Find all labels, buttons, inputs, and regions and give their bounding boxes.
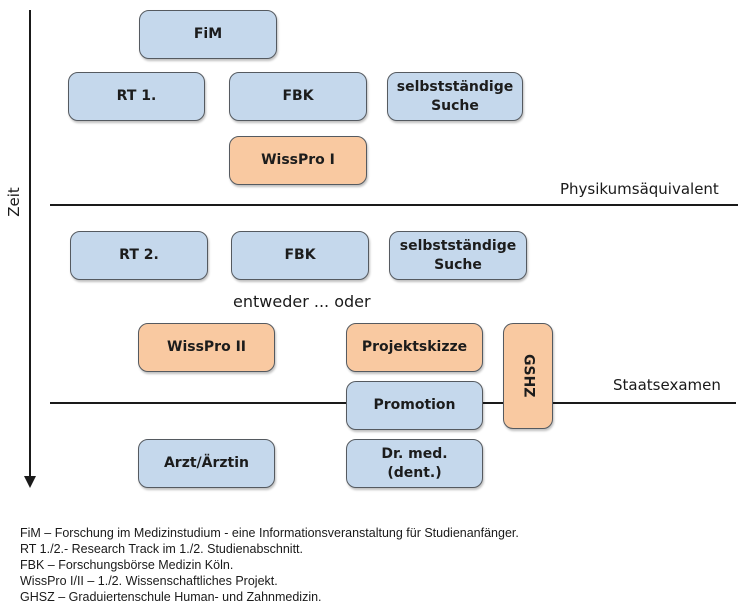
physikum-label: Physikumsäquivalent	[560, 180, 719, 198]
box-fbk-2: FBK	[231, 231, 369, 280]
box-rt1: RT 1.	[68, 72, 205, 121]
box-rt2: RT 2.	[70, 231, 208, 280]
either-or-note: entweder ... oder	[233, 292, 371, 311]
time-axis-line	[29, 10, 31, 482]
legend-item-fim: FiM – Forschung im Medizinstudium - eine…	[20, 526, 519, 540]
physikum-line	[50, 204, 738, 206]
gshz-label: GSHZ	[520, 354, 537, 398]
box-wisspro-1: WissPro I	[229, 136, 367, 185]
legend-item-gshz: GHSZ – Graduiertenschule Human- und Zahn…	[20, 590, 322, 604]
staatsexamen-label: Staatsexamen	[613, 376, 721, 394]
box-fim: FiM	[139, 10, 277, 59]
abbreviation-legend: FiM – Forschung im Medizinstudium - eine…	[20, 525, 519, 605]
box-projektskizze: Projektskizze	[346, 323, 483, 372]
box-arzt-aerztin: Arzt/Ärztin	[138, 439, 275, 488]
box-selbststaendige-suche-1: selbstständige Suche	[387, 72, 523, 121]
arrow-down-icon	[24, 476, 36, 488]
box-selbststaendige-suche-2: selbstständige Suche	[389, 231, 527, 280]
time-axis-label: Zeit	[5, 187, 23, 217]
box-promotion: Promotion	[346, 381, 483, 430]
legend-item-rt: RT 1./2.- Research Track im 1./2. Studie…	[20, 542, 304, 556]
box-wisspro-2: WissPro II	[138, 323, 275, 372]
legend-item-fbk: FBK – Forschungsbörse Medizin Köln.	[20, 558, 234, 572]
research-pathway-diagram: Zeit Physikumsäquivalent Staatsexamen Fi…	[5, 10, 738, 488]
box-dr-med-dent: Dr. med. (dent.)	[346, 439, 483, 488]
legend-item-wisspro: WissPro I/II – 1./2. Wissenschaftliches …	[20, 574, 278, 588]
box-gshz: GSHZ	[503, 323, 553, 429]
box-fbk-1: FBK	[229, 72, 367, 121]
